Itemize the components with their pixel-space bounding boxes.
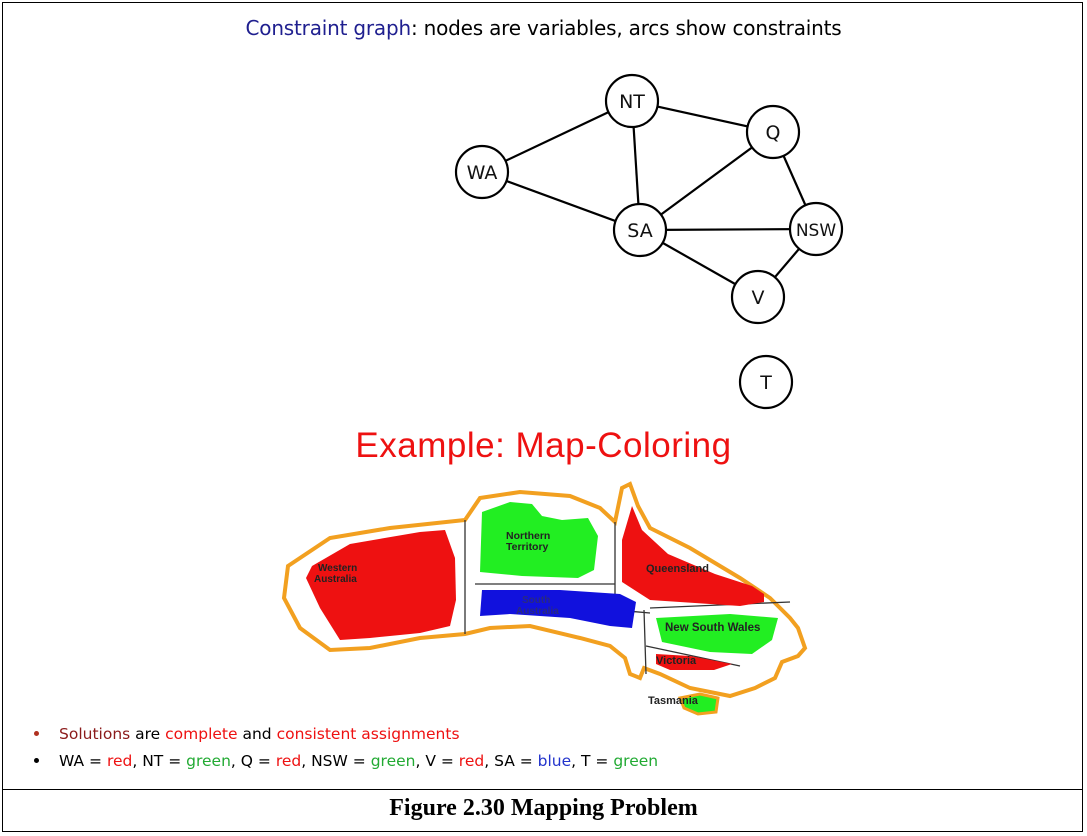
- node-label: SA: [627, 220, 652, 242]
- graph-description-rest: : nodes are variables, arcs show constra…: [410, 16, 842, 40]
- australia-map: Western Australia Northern Territory Que…: [281, 481, 808, 716]
- label-wa-1: Western: [318, 563, 357, 574]
- node-t: T: [738, 354, 794, 410]
- region-sa: [480, 590, 636, 628]
- node-v: V: [730, 269, 786, 325]
- label-nt-2: Territory: [506, 541, 549, 553]
- graph-description: Constraint graph: nodes are variables, a…: [0, 16, 1087, 40]
- region-wa: [306, 530, 456, 640]
- assign-part: blue: [537, 751, 572, 770]
- assign-part: , Q =: [230, 751, 276, 770]
- assign-part: red: [458, 751, 485, 770]
- graph-nodes: NT Q WA SA NSW V T: [454, 73, 844, 410]
- assign-part: green: [186, 751, 231, 770]
- node-circle: [612, 202, 668, 258]
- label-nsw: New South Wales: [665, 622, 760, 634]
- label-nt-1: Northern: [506, 530, 550, 542]
- node-circle: [745, 104, 801, 160]
- assign-part: WA =: [59, 751, 107, 770]
- figure-caption: Figure 2.30 Mapping Problem: [389, 795, 698, 821]
- region-v: [656, 654, 732, 670]
- node-nt: NT: [604, 73, 660, 129]
- bullet1-solutions: Solutions: [59, 724, 131, 743]
- label-q: Queensland: [646, 563, 709, 575]
- region-t: [677, 692, 720, 716]
- constraint-graph: NT Q WA SA NSW V T: [454, 73, 844, 410]
- node-circle: [788, 201, 844, 257]
- bullet-dot: [34, 758, 39, 763]
- node-label: T: [759, 372, 772, 394]
- bullet1-consistent: consistent assignments: [276, 724, 460, 743]
- node-circle: [730, 269, 786, 325]
- region-nt: [480, 502, 598, 578]
- node-label: WA: [467, 162, 498, 184]
- label-wa-2: Australia: [314, 574, 357, 585]
- node-q: Q: [745, 104, 801, 160]
- bullet1-are: are: [130, 724, 166, 743]
- assign-part: red: [106, 751, 133, 770]
- assignment-text: WA = red, NT = green, Q = red, NSW = gre…: [59, 752, 658, 770]
- label-sa-2: Australia: [516, 606, 559, 617]
- region-q: [622, 506, 764, 606]
- label-t: Tasmania: [648, 695, 699, 707]
- graph-term: Constraint graph: [245, 16, 412, 40]
- assign-part: , SA =: [484, 751, 538, 770]
- label-sa: South Australia: [516, 595, 559, 617]
- label-wa: Western Australia: [314, 563, 360, 585]
- bullet1-and: and: [237, 724, 277, 743]
- node-circle: [604, 73, 660, 129]
- node-nsw: NSW: [788, 201, 844, 257]
- assign-part: green: [613, 751, 659, 770]
- caption-divider: [2, 789, 1083, 790]
- node-circle: [738, 354, 794, 410]
- assign-part: , T =: [571, 751, 614, 770]
- node-sa: SA: [612, 202, 668, 258]
- edge-sa-nsw: [639, 227, 817, 232]
- bullet-dot: [34, 731, 39, 736]
- edge-sa-q: [639, 131, 774, 231]
- node-circle: [454, 144, 510, 200]
- assign-part: red: [275, 751, 302, 770]
- node-label: NT: [619, 91, 645, 113]
- border-sa-east: [643, 609, 647, 675]
- assign-part: , NSW =: [301, 751, 371, 770]
- bullet-solutions: Solutions are complete and consistent as…: [34, 720, 658, 747]
- edge-wa-nt: [481, 100, 633, 173]
- node-label: Q: [766, 122, 781, 144]
- label-sa-1: South: [522, 595, 550, 606]
- edge-wa-sa: [481, 170, 641, 232]
- region-nsw: [656, 614, 778, 654]
- assign-part: , V =: [415, 751, 459, 770]
- node-label: NSW: [796, 221, 837, 241]
- bullet-assignments: WA = red, NT = green, Q = red, NSW = gre…: [34, 747, 658, 774]
- label-nt: Northern Territory: [506, 530, 553, 553]
- label-v: Victoria: [656, 655, 697, 667]
- border-q-nsw: [649, 601, 791, 609]
- node-label: V: [752, 287, 765, 309]
- solution-bullets: Solutions are complete and consistent as…: [34, 720, 658, 774]
- node-wa: WA: [454, 144, 510, 200]
- example-title: Example: Map-Coloring: [355, 426, 732, 465]
- assign-part: , NT =: [132, 751, 187, 770]
- bullet1-complete: complete: [165, 724, 238, 743]
- assign-part: green: [370, 751, 416, 770]
